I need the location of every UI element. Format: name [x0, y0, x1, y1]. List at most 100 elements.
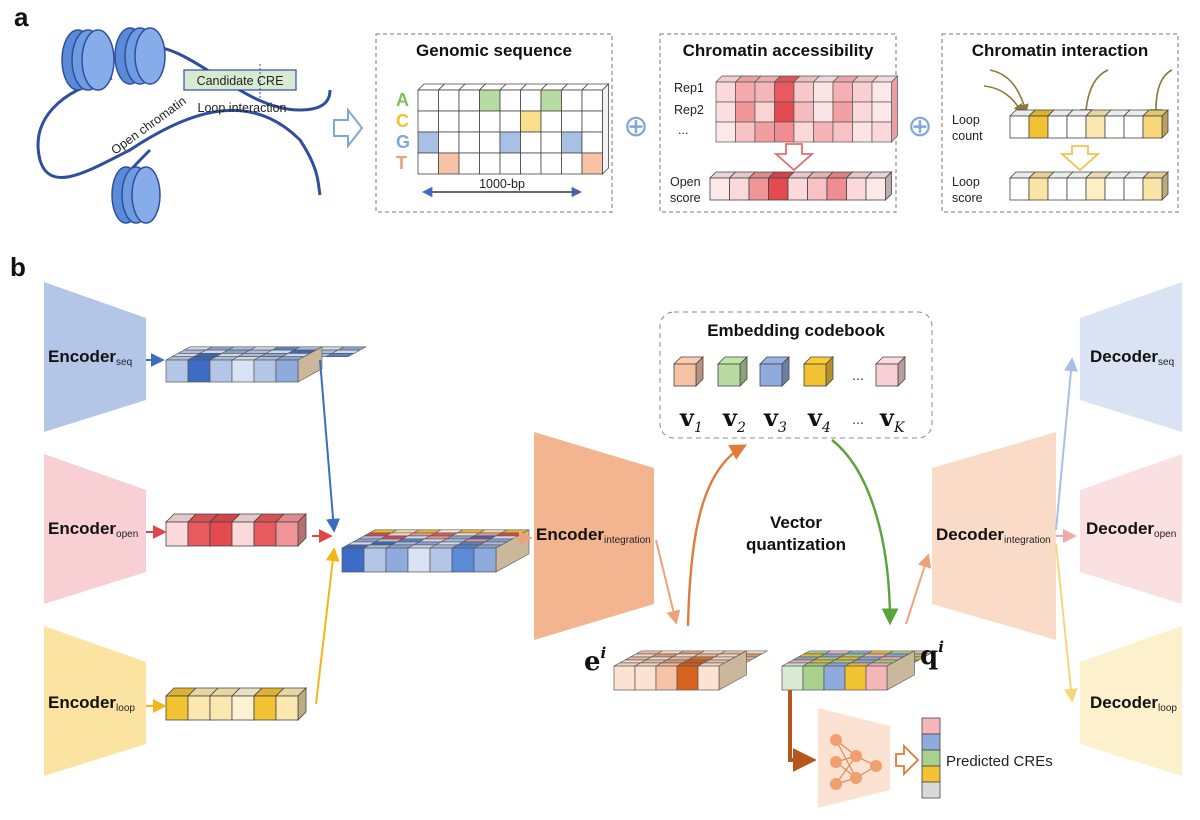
- loop-count-cell: [1104, 115, 1125, 139]
- codebook-title: Embedding codebook: [707, 321, 885, 340]
- encoder-loop-label: Encoderloop: [48, 693, 135, 714]
- onehot-cell: [540, 131, 562, 154]
- onehot-cell: [540, 89, 562, 112]
- onehot-cell: [561, 110, 583, 133]
- plus-icon-1: ⊕: [623, 110, 648, 143]
- onehot-cell: [479, 152, 501, 175]
- accessibility-cell: [754, 121, 775, 143]
- accessibility-cell: [735, 121, 756, 143]
- onehot-cell: [540, 110, 562, 133]
- loop-score-label-2: score: [952, 191, 983, 205]
- loop-score-cell: [1123, 177, 1144, 201]
- onehot-cell: [520, 110, 542, 133]
- loop-count-cell: [1123, 115, 1144, 139]
- hollow-arrow-a: [333, 107, 364, 149]
- open-score-cell: [787, 177, 808, 201]
- vector-v3-label: v3: [763, 403, 787, 436]
- accessibility-cell: [871, 121, 892, 143]
- vector-v4-label: v4: [807, 403, 831, 436]
- open-score-row: [709, 171, 893, 201]
- decoder-open-label: Decoderopen: [1086, 519, 1176, 540]
- accessibility-cell: [852, 121, 873, 143]
- onehot-cell: [581, 110, 603, 133]
- codebook-cube-3: [759, 363, 783, 387]
- predicted-cre-column: [921, 717, 941, 799]
- accessibility-cell: [754, 81, 775, 103]
- loop-embed-cell: [275, 695, 299, 721]
- embedding-codebook-panel: Embedding codebook ... ... v1 v2 v3 v4 v…: [659, 311, 933, 439]
- chromatin-accessibility-panel: Chromatin accessibility Rep1 Rep2 ... Op…: [659, 33, 899, 213]
- base-letter-C: C: [396, 111, 409, 131]
- accessibility-cell: [754, 101, 775, 123]
- e-symbol: ei: [584, 644, 607, 677]
- e-to-codebook-arrow: [686, 444, 747, 627]
- q-to-classifier-arrow: [788, 690, 817, 772]
- encoder-integration-label: Encoderintegration: [536, 525, 651, 546]
- loop-score-cell: [1142, 177, 1163, 201]
- q-cell: [781, 665, 804, 691]
- accessibility-cell: [715, 121, 736, 143]
- predicted-cre-cell: [921, 749, 941, 767]
- codebook-cube-4: [803, 363, 827, 387]
- decoder-integration-label: Decoderintegration: [936, 525, 1051, 546]
- accessibility-cell: [871, 81, 892, 103]
- accessibility-cell: [813, 81, 834, 103]
- accessibility-cell: [774, 121, 795, 143]
- onehot-cell: [520, 131, 542, 154]
- predicted-cre-cell: [921, 717, 941, 735]
- loop-embed-cell: [231, 695, 255, 721]
- accessibility-cell: [832, 121, 853, 143]
- decoder-integration-shape: [932, 432, 1056, 640]
- decoder-loop-shape: [1080, 626, 1182, 776]
- onehot-cell: [520, 152, 542, 175]
- onehot-cell: [561, 131, 583, 154]
- loop-score-label-1: Loop: [952, 175, 980, 189]
- chromatin-interaction-title: Chromatin interaction: [972, 41, 1149, 60]
- onehot-cell: [499, 152, 521, 175]
- codebook-cubes: [673, 356, 906, 387]
- open-score-cell: [709, 177, 730, 201]
- loop-count-cell: [1028, 115, 1049, 139]
- panel-b-letter: b: [10, 252, 26, 282]
- onehot-cell: [458, 152, 480, 175]
- predicted-cres-label: Predicted CREs: [946, 753, 1053, 770]
- concat-cell: [385, 547, 409, 573]
- accessibility-cell: [774, 101, 795, 123]
- q-symbol: qi: [920, 638, 944, 671]
- nucleosome-1: [61, 29, 115, 91]
- onehot-cell: [479, 110, 501, 133]
- loop-embed-cell: [187, 695, 211, 721]
- onehot-cell: [458, 131, 480, 154]
- loop-count-label-1: Loop: [952, 113, 980, 127]
- seq-embed-cell: [209, 359, 233, 383]
- concat-cell: [451, 547, 475, 573]
- e-cell: [634, 665, 657, 691]
- e-cell: [655, 665, 678, 691]
- onehot-cell: [458, 110, 480, 133]
- vector-v1-label: v1: [679, 403, 703, 436]
- nucleosome-2: [114, 27, 166, 85]
- chromatin-interaction-panel: Chromatin interaction Loop count Loop sc…: [941, 33, 1179, 213]
- open-embed-cell: [253, 521, 277, 547]
- decoder-loop-label: Decoderloop: [1090, 693, 1177, 714]
- codebook-cube-1: [673, 363, 697, 387]
- onehot-cell: [561, 152, 583, 175]
- accessibility-cell: [793, 121, 814, 143]
- open-embed-cell: [165, 521, 189, 547]
- base-letter-T: T: [396, 153, 407, 173]
- seq-to-concat-arrow: [319, 359, 341, 533]
- loop-to-concat-arrow: [315, 547, 340, 705]
- onehot-cell: [561, 89, 583, 112]
- onehot-cell: [438, 110, 460, 133]
- loop-score-row: [1009, 171, 1169, 201]
- loop-embedding-block: [165, 687, 307, 721]
- accessibility-cell: [793, 101, 814, 123]
- open-score-label-1: Open: [670, 175, 701, 189]
- loop-embed-cell: [209, 695, 233, 721]
- decoder-seq-shape: [1080, 282, 1182, 432]
- loop-embed-cell: [253, 695, 277, 721]
- q-cell: [844, 665, 867, 691]
- codebook-ellipsis-bottom: ...: [852, 411, 864, 427]
- hollow-down-arrow-open: [773, 143, 815, 172]
- concat-cell: [407, 547, 431, 573]
